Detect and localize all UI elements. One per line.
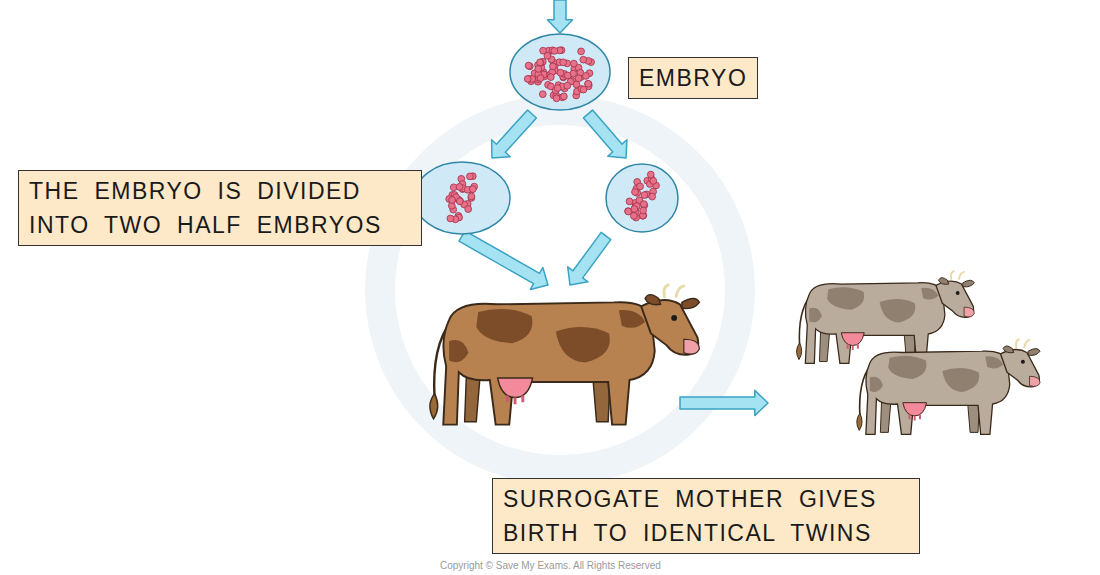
flow-arrow <box>492 110 537 158</box>
embryo-dish <box>606 164 678 232</box>
flow-arrow <box>680 390 768 415</box>
embryo-dish <box>414 162 510 234</box>
flow-arrow <box>568 232 611 285</box>
box-text: THE EMBRYO IS DIVIDED INTO TWO HALF EMBR… <box>29 178 382 238</box>
embryo-cells <box>446 173 478 223</box>
text-box: THE EMBRYO IS DIVIDED INTO TWO HALF EMBR… <box>18 170 422 246</box>
flow-arrow <box>547 0 572 33</box>
flow-arrow <box>459 231 548 290</box>
box-text: EMBRYO <box>639 65 747 91</box>
flow-arrow <box>584 110 627 158</box>
text-box: EMBRYO <box>628 57 758 99</box>
text-box: SURROGATE MOTHER GIVES BIRTH TO IDENTICA… <box>492 478 920 554</box>
box-text: SURROGATE MOTHER GIVES BIRTH TO IDENTICA… <box>503 486 877 546</box>
copyright-note: Copyright © Save My Exams. All Rights Re… <box>440 560 661 571</box>
embryo-cells <box>524 47 594 102</box>
embryo-cells <box>625 171 660 221</box>
embryo-dish <box>510 34 610 110</box>
